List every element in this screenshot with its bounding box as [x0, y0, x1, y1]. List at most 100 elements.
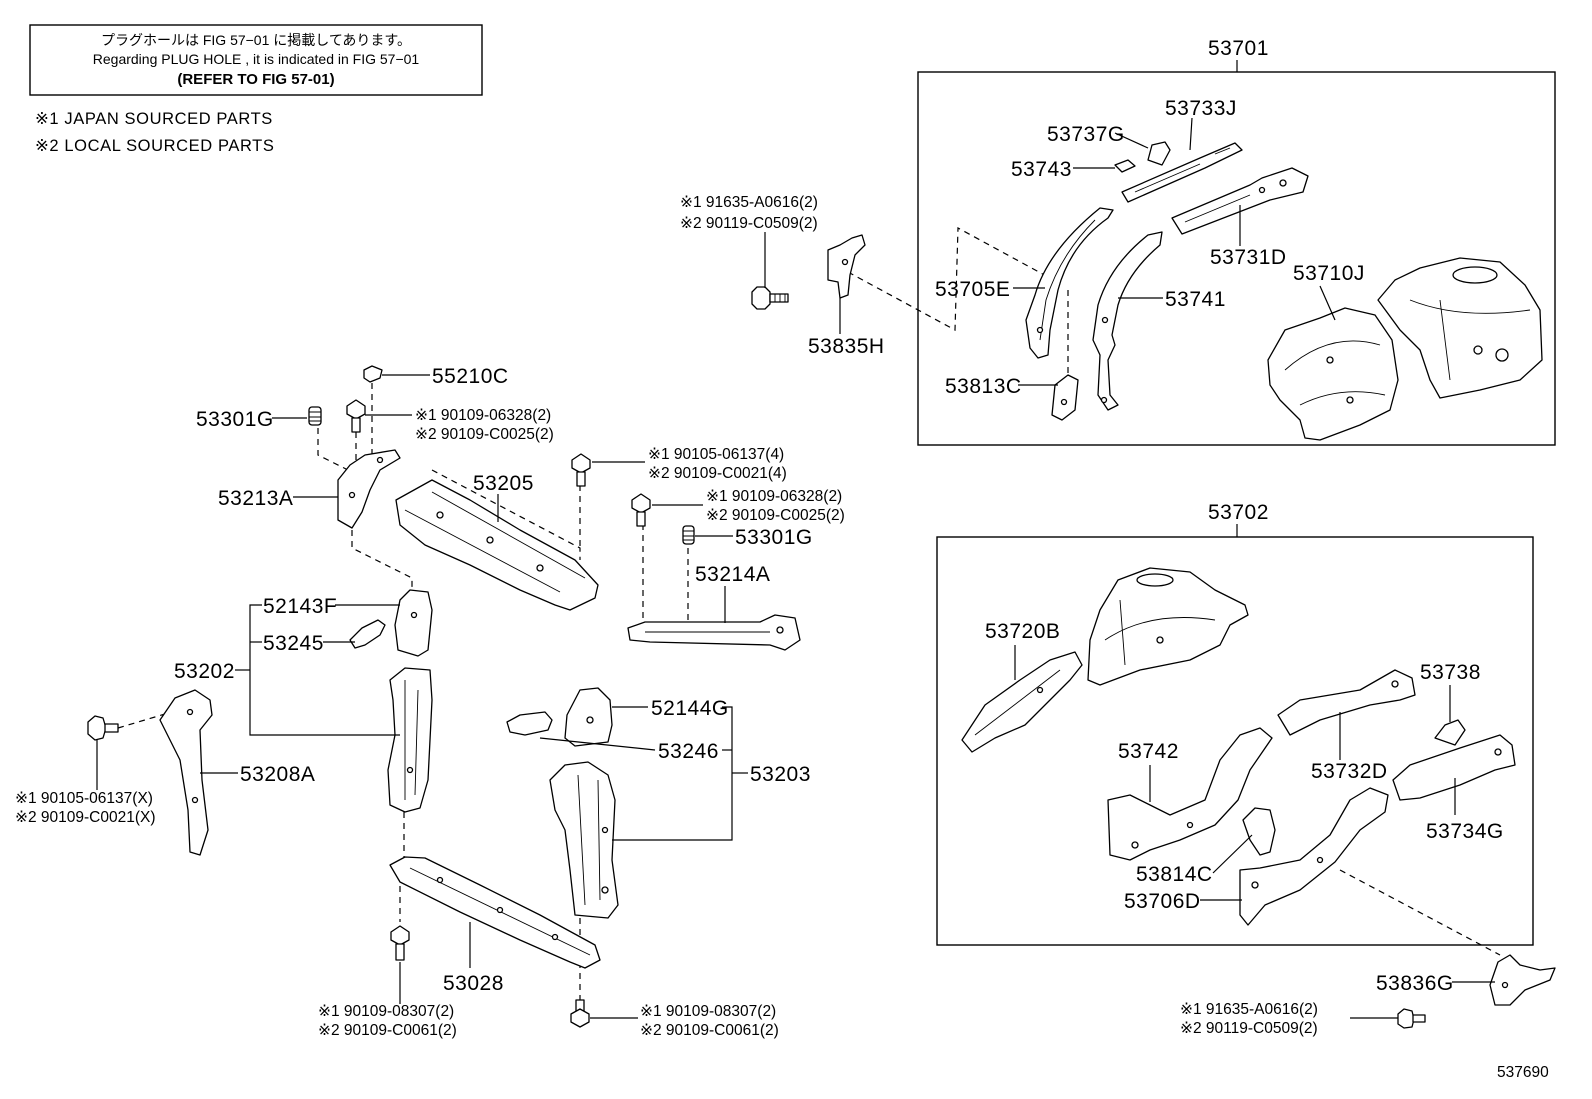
part-53706D-drawing — [1239, 787, 1389, 926]
fastener-japan[interactable]: ※1 91635-A0616(2) — [1180, 1001, 1318, 1018]
plug-hole-note: プラグホールは FIG 57−01 に掲載してあります。 Regarding P… — [29, 24, 483, 96]
note-frame — [29, 24, 483, 96]
part-52143F-drawing — [394, 589, 433, 657]
callout-53701[interactable]: 53701 — [1208, 37, 1269, 60]
bolt-icon — [1397, 1008, 1426, 1029]
part-53742-drawing — [1107, 727, 1273, 861]
assembly-53702-frame — [936, 536, 1534, 946]
part-53835H-drawing — [827, 234, 866, 299]
part-53203-drawing — [549, 761, 619, 919]
part-53733J-drawing — [1121, 142, 1243, 203]
callout-52143F[interactable]: 52143F — [263, 595, 337, 618]
fastener-local[interactable]: ※2 90119-C0509(2) — [1180, 1020, 1318, 1037]
fastener-japan[interactable]: ※1 90105-06137(4) — [648, 446, 784, 463]
callout-53702[interactable]: 53702 — [1208, 501, 1269, 524]
fastener-local[interactable]: ※2 90109-C0025(2) — [415, 426, 554, 443]
callout-53813C[interactable]: 53813C — [945, 375, 1022, 398]
fastener-japan[interactable]: ※1 90109-06328(2) — [706, 488, 842, 505]
callout-53214A[interactable]: 53214A — [695, 563, 770, 586]
part-53710J-drawing — [1267, 257, 1543, 441]
fastener-local[interactable]: ※2 90109-C0061(2) — [640, 1022, 779, 1039]
part-53705E-drawing — [1025, 207, 1114, 359]
part-53813C-drawing — [1051, 374, 1079, 421]
part-53738-drawing — [1434, 719, 1466, 746]
part-53702-wheelhouse-drawing — [1087, 567, 1249, 686]
callout-53814C[interactable]: 53814C — [1136, 863, 1213, 886]
fastener-local[interactable]: ※2 90119-C0509(2) — [680, 215, 818, 232]
callout-53710J[interactable]: 53710J — [1293, 262, 1365, 285]
callout-53738[interactable]: 53738 — [1420, 661, 1481, 684]
note-english: Regarding PLUG HOLE , it is indicated in… — [93, 51, 420, 67]
callout-53733J[interactable]: 53733J — [1165, 97, 1237, 120]
callout-53731D[interactable]: 53731D — [1210, 246, 1287, 269]
part-53737G-drawing — [1147, 141, 1171, 166]
bolt-icon — [570, 999, 590, 1028]
bolt-icon — [390, 925, 410, 961]
part-53836G-drawing — [1489, 954, 1556, 1006]
fastener-japan[interactable]: ※1 90109-08307(2) — [318, 1003, 454, 1020]
part-53246-drawing — [506, 711, 553, 736]
callout-53213A[interactable]: 53213A — [218, 487, 293, 510]
part-53028-drawing — [389, 856, 601, 969]
bolt-icon — [631, 493, 651, 527]
fastener-local[interactable]: ※2 90109-C0061(2) — [318, 1022, 457, 1039]
leader-lines — [96, 117, 1495, 1019]
part-53741-drawing — [1092, 231, 1163, 411]
callout-53734G[interactable]: 53734G — [1426, 820, 1504, 843]
bolt-icon — [346, 399, 366, 433]
part-53208A-drawing — [159, 689, 213, 856]
assembly-dashed-lines — [117, 227, 1501, 1000]
callout-53835H[interactable]: 53835H — [808, 335, 885, 358]
callout-53245[interactable]: 53245 — [263, 632, 324, 655]
note-refer: (REFER TO FIG 57-01) — [177, 71, 334, 88]
callout-53732D[interactable]: 53732D — [1311, 760, 1388, 783]
part-53732D-drawing — [1277, 669, 1416, 736]
callout-53028[interactable]: 53028 — [443, 972, 504, 995]
legend-japan-sourced: ※1 JAPAN SOURCED PARTS — [35, 110, 273, 128]
part-53301G-a-drawing — [308, 406, 322, 426]
part-53214A-drawing — [627, 614, 801, 651]
fastener-local[interactable]: ※2 90109-C0021(X) — [15, 809, 156, 826]
part-53814C-drawing — [1242, 807, 1276, 856]
callout-53246[interactable]: 53246 — [658, 740, 719, 763]
fastener-local[interactable]: ※2 90109-C0021(4) — [648, 465, 787, 482]
callout-52144G[interactable]: 52144G — [651, 697, 729, 720]
callout-53706D[interactable]: 53706D — [1124, 890, 1201, 913]
part-53213A-drawing — [337, 449, 401, 529]
callout-53202[interactable]: 53202 — [174, 660, 235, 683]
part-55210C-drawing — [363, 365, 383, 383]
callout-55210C[interactable]: 55210C — [432, 365, 509, 388]
fastener-japan[interactable]: ※1 90105-06137(X) — [15, 790, 153, 807]
callout-53203[interactable]: 53203 — [750, 763, 811, 786]
part-53245-drawing — [349, 619, 386, 649]
part-53720B-drawing — [961, 651, 1083, 753]
bolt-icon — [751, 286, 789, 310]
bolt-icon — [87, 715, 119, 741]
callout-53741[interactable]: 53741 — [1165, 288, 1226, 311]
callout-53301G[interactable]: 53301G — [196, 408, 274, 431]
fastener-local[interactable]: ※2 90109-C0025(2) — [706, 507, 845, 524]
callout-53720B[interactable]: 53720B — [985, 620, 1060, 643]
callout-53205[interactable]: 53205 — [473, 472, 534, 495]
callout-53742[interactable]: 53742 — [1118, 740, 1179, 763]
callout-53208A[interactable]: 53208A — [240, 763, 315, 786]
part-52144G-drawing — [564, 687, 613, 747]
figure-id: 537690 — [1497, 1064, 1549, 1081]
part-53731D-drawing — [1171, 167, 1309, 235]
part-53734G-drawing — [1392, 734, 1516, 801]
callout-53836G[interactable]: 53836G — [1376, 972, 1454, 995]
callout-53737G[interactable]: 53737G — [1047, 123, 1125, 146]
note-japanese: プラグホールは FIG 57−01 に掲載してあります。 — [101, 32, 411, 48]
callout-53705E[interactable]: 53705E — [935, 278, 1010, 301]
fastener-japan[interactable]: ※1 90109-06328(2) — [415, 407, 551, 424]
legend-local-sourced: ※2 LOCAL SOURCED PARTS — [35, 137, 274, 155]
callout-53743[interactable]: 53743 — [1011, 158, 1072, 181]
fastener-japan[interactable]: ※1 91635-A0616(2) — [680, 194, 818, 211]
bolt-icon — [571, 453, 591, 487]
part-53743-drawing — [1114, 159, 1136, 173]
fastener-japan[interactable]: ※1 90109-08307(2) — [640, 1003, 776, 1020]
callout-53301G[interactable]: 53301G — [735, 526, 813, 549]
part-53202-drawing — [387, 667, 433, 813]
part-53205-drawing — [395, 479, 599, 611]
